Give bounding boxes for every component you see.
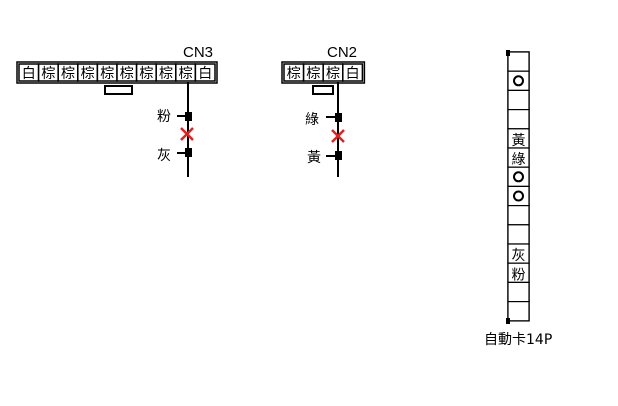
cn2-terminal-green	[335, 113, 342, 122]
cn3-cut-icon	[180, 127, 194, 141]
cn3-pin-label: 棕	[179, 66, 193, 82]
cn2-wire-label-green: 綠	[305, 112, 319, 128]
cn3-pin-row: 白棕棕棕棕棕棕棕棕白	[16, 61, 218, 84]
card-bottom-marker	[506, 318, 510, 324]
cn2-pin-label: 棕	[306, 66, 320, 82]
cn2-pin-label: 棕	[326, 66, 340, 82]
cn2-cut-icon	[331, 129, 345, 143]
card-slot-label: 綠	[512, 152, 526, 168]
cn2-wire-label-yellow: 黃	[307, 150, 321, 166]
cn2-pin-label: 白	[346, 66, 360, 82]
card-slot-hole-icon	[513, 171, 524, 183]
card-slot	[507, 108, 530, 130]
cn2-pin-label: 棕	[287, 66, 301, 82]
cn2-title: CN2	[327, 44, 357, 61]
cn2-connector: CN2 棕棕棕白 綠 黃	[281, 44, 366, 177]
cn3-pin-label: 白	[198, 66, 212, 82]
card-slot	[507, 224, 530, 245]
card-slot-label: 黃	[512, 133, 526, 149]
card-slot	[507, 301, 530, 322]
cn3-pin	[194, 63, 216, 82]
cn3-pin-label: 棕	[61, 66, 75, 82]
card-caption: 自動卡14P	[484, 332, 552, 348]
cn3-pin-label: 白	[22, 66, 36, 82]
card-slot	[507, 70, 530, 91]
card-slot	[507, 166, 530, 187]
cn3-terminal-pink	[185, 112, 192, 121]
cn2-pin-row: 棕棕棕白	[281, 61, 366, 84]
cn3-latch	[104, 85, 133, 95]
card-top-marker	[506, 50, 510, 56]
cn3-pin-label: 棕	[159, 66, 173, 82]
cn3-pin-label: 棕	[139, 66, 153, 82]
card-slot	[507, 51, 530, 72]
cn3-terminal-gray	[185, 148, 192, 157]
cn3-pin-label: 棕	[120, 66, 134, 82]
card-slot-hole-icon	[513, 75, 524, 87]
card-slot	[507, 281, 530, 303]
cn3-pin-label: 棕	[81, 66, 95, 82]
card-slot-hole-icon	[513, 190, 524, 202]
cn3-pin-label: 棕	[41, 66, 55, 82]
cn2-pin	[342, 63, 364, 82]
cn3-wire-label-pink: 粉	[157, 109, 171, 125]
cn3-pin-label: 棕	[100, 66, 114, 82]
cn2-latch	[312, 85, 334, 95]
cn3-title: CN3	[183, 44, 213, 61]
card-slot	[507, 205, 530, 226]
cn3-connector: CN3 白棕棕棕棕棕棕棕棕白 粉 灰	[16, 44, 218, 177]
cn2-terminal-yellow	[335, 151, 342, 160]
card-slot-label: 粉	[512, 267, 526, 283]
card-slot	[507, 89, 530, 111]
card-slot	[507, 185, 530, 207]
card-slot-label: 灰	[512, 248, 526, 264]
cn3-wire-label-gray: 灰	[157, 148, 171, 164]
